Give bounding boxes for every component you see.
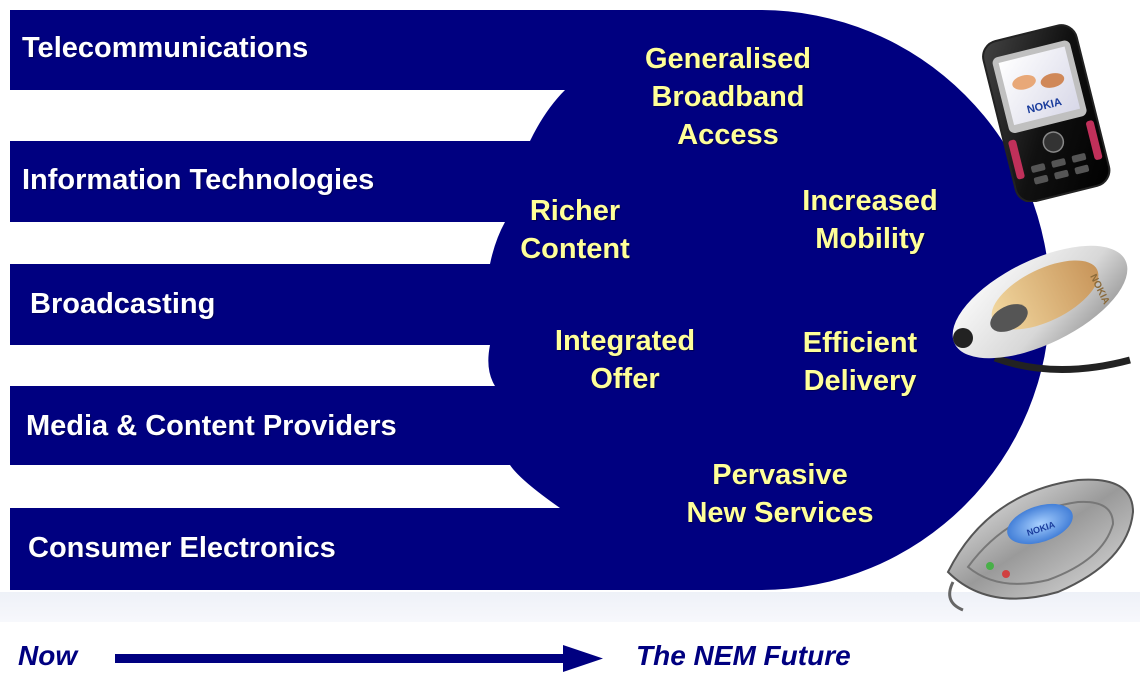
sector-label-telecommunications: Telecommunications — [22, 32, 309, 64]
sector-label-media-content-providers: Media & Content Providers — [26, 410, 397, 442]
headset-device-icon: NOKIA — [952, 245, 1131, 373]
convergence-region — [10, 10, 1050, 590]
benefit-pervasive-line-1: Pervasive — [712, 459, 848, 491]
benefit-efficient-line-2: Delivery — [803, 365, 917, 397]
sector-label-information-technologies: Information Technologies — [22, 164, 375, 196]
benefit-richer-content: Richer Content — [505, 192, 645, 268]
benefit-increased-mobility: Increased Mobility — [780, 182, 960, 258]
timeline-now-label: Now — [18, 640, 78, 671]
benefit-integrated-line-2: Offer — [590, 363, 660, 395]
sector-label-broadcasting: Broadcasting — [30, 288, 216, 320]
benefit-broadband-line-1: Generalised — [644, 43, 812, 75]
concept-device-icon: NOKIA — [946, 478, 1135, 612]
timeline-future-label: The NEM Future — [636, 640, 851, 671]
benefit-pervasive-line-2: New Services — [686, 497, 874, 529]
sector-label-consumer-electronics: Consumer Electronics — [28, 532, 336, 564]
benefit-mobility-line-1: Increased — [802, 185, 938, 217]
benefit-broadband-line-3: Access — [677, 119, 779, 151]
benefit-broadband-access: Generalised Broadband Access — [628, 40, 828, 154]
benefit-integrated-line-1: Integrated — [554, 325, 696, 357]
benefit-richer-line-1: Richer — [529, 195, 621, 227]
timeline-arrow-icon — [115, 645, 603, 672]
benefit-pervasive-new-services: Pervasive New Services — [660, 456, 900, 532]
benefit-efficient-line-1: Efficient — [802, 327, 918, 359]
benefit-mobility-line-2: Mobility — [815, 223, 925, 255]
benefit-broadband-line-2: Broadband — [651, 81, 805, 113]
benefit-efficient-delivery: Efficient Delivery — [775, 324, 945, 400]
benefit-richer-line-2: Content — [520, 233, 630, 265]
benefit-integrated-offer: Integrated Offer — [535, 322, 715, 398]
mobile-phone-icon: NOKIA — [982, 24, 1111, 202]
